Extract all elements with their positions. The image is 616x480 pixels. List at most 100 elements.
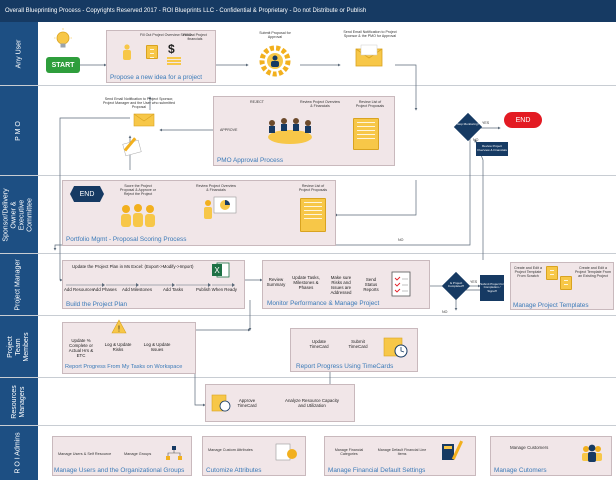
lane-label-pm: Project Manager [0, 254, 38, 315]
send-email-label: Send Email Notification to Project Spons… [102, 97, 176, 110]
gear-people-icon [259, 45, 291, 77]
log-risks-step: Log & Update Risks [104, 342, 132, 352]
propose-idea-title: Propose a new idea for a project [110, 74, 203, 81]
admin-custom-title: Cutomize Attributes [206, 467, 262, 474]
lane-label-user: Any User [0, 22, 38, 85]
page-header: Overall Blueprinting Process - Copyright… [0, 0, 616, 22]
manage-groups-item: Manage Groups [124, 452, 152, 456]
lane-resource-managers: Resources Managers [0, 378, 616, 426]
admin-customers-panel [490, 436, 612, 476]
email-notify-label: Send Email Notification to Project Spons… [343, 30, 397, 39]
calculator-pen-icon [442, 440, 464, 460]
admin-financial-title: Manage Financial Default Settings [328, 467, 426, 474]
update-plan-label: Update the Project Plan in Ms Excel: (Ex… [72, 264, 194, 269]
sponsor-list-doc-icon [300, 198, 326, 232]
envelope-icon [133, 113, 155, 127]
pm-no-label: NO [442, 310, 448, 314]
person-pointing-icon [123, 44, 131, 60]
sponsor-review-label: Review Project Overview & Financials [196, 184, 236, 193]
analyze-capacity-step: Analyze Resource Capacity and Utilizatio… [285, 398, 339, 408]
timecard-approve-icon [211, 394, 231, 412]
submit-closeout-box: Submit Project for Completion / Signoff [480, 275, 504, 301]
lane-team-members: Project Team Members [0, 316, 616, 378]
build-plan-title: Build the Project Plan [66, 301, 128, 308]
monitor-project-title: Monitor Performance & Manage Project [267, 300, 380, 307]
svg-text:X: X [214, 266, 220, 275]
admin-users-title: Manage Users and the Organizational Grou… [54, 467, 185, 474]
template-doc-icon [546, 266, 558, 280]
pencil-paper-icon [122, 137, 142, 157]
executive-team-icon [121, 204, 155, 227]
add-tasks-step: Add Tasks [163, 287, 184, 292]
lane-pmo: P M O [0, 86, 616, 176]
approve-label: APPROVE [220, 128, 238, 132]
fill-financials-label: Fill Out Project financials [183, 33, 207, 42]
report-workspace-title: Report Progress From My Tasks on Workspa… [65, 364, 183, 370]
portfolio-scoring-title: Portfolio Mgmt - Proposal Scoring Proces… [66, 236, 187, 243]
pmo-approval-title: PMO Approval Process [217, 157, 284, 164]
fill-proposal-label: Fill Out Project Overview Section [140, 33, 193, 37]
reject-label: REJECT [250, 100, 264, 104]
update-percent-step: Update % Complete or Actual Hrs & ETC [68, 338, 94, 358]
update-timecard-step: Update TimeCard [309, 339, 329, 349]
manage-users-item: Manage Users & Self Resource [58, 452, 112, 456]
update-tasks-step: Update Tasks, Milestones & Phases [292, 275, 320, 290]
resource-approval-panel [205, 384, 355, 422]
fin-line-items-item: Manage Default Financial Line Items [377, 448, 427, 457]
pmo-review-label: Review Project Overview & Financials [300, 100, 340, 109]
proposal-list-doc-icon [353, 118, 379, 150]
customers-icon [582, 444, 602, 462]
risks-issues-step: Make sure Risks and Issues are Addressed [330, 275, 352, 295]
settings-doc-icon [275, 443, 297, 461]
build-steps-arrows [66, 283, 235, 287]
excel-icon: X [212, 262, 230, 278]
start-node: START [46, 57, 80, 73]
stop-monitoring-label: Stop Monitoring? [456, 122, 480, 126]
warning-icon: ! [111, 319, 127, 334]
lane-label-pmo: P M O [0, 86, 38, 175]
meeting-table-icon [268, 118, 312, 144]
pmo-review-list-label: Review List of Project Proposals [355, 100, 385, 109]
coins-icon [167, 57, 181, 65]
admin-customers-title: Manage Cutomers [494, 467, 547, 474]
log-issues-step: Log & Update Issues [143, 342, 171, 352]
clipboard-checklist-icon [391, 271, 411, 297]
sponsor-end-node: END [70, 186, 104, 202]
lane-project-manager: Project Manager [0, 254, 616, 316]
form-doc-icon [146, 45, 158, 59]
pmo-no-label: NO [473, 138, 479, 142]
sponsor-review-list-label: Review List of Project Proposals [298, 184, 328, 193]
submit-proposal-label: Submit Proposal for Approval [259, 31, 291, 40]
report-workspace-panel [62, 322, 196, 374]
lane-roi-admins: R O I Admins [0, 426, 616, 480]
custom-attr-item: Manage Custom Attributes [208, 448, 253, 452]
score-proposal-label: Score the Project Proposal & Approve or … [120, 184, 156, 197]
sponsor-no-label: NO [398, 238, 404, 242]
templates-title: Manage Project Templates [513, 302, 589, 309]
pm-yes-label: YES [470, 280, 478, 284]
timecard-clock-icon [383, 337, 408, 358]
add-phases-step: Add Phases [93, 287, 117, 292]
lane-any-user: Any User [0, 22, 616, 86]
dollar-icon: $ [168, 42, 175, 56]
lane-label-sponsor: Sponsor/Delivery Owner & Executive Commi… [0, 176, 38, 253]
review-summary-step: Review Summary [266, 277, 286, 287]
pmo-yes-label: YES [482, 121, 490, 125]
manage-customers-item: Manage Customers [510, 445, 549, 450]
template-scratch-label: Create and Edit a Project Template From … [514, 266, 542, 279]
lightbulb-icon [54, 28, 72, 48]
submit-timecard-step: Submit TimeCard [348, 339, 368, 349]
add-milestones-step: Add Milestones [122, 287, 153, 292]
pmo-end-node: END [504, 112, 542, 128]
lane-label-admin: R O I Admins [0, 426, 38, 480]
lane-label-team: Project Team Members [0, 316, 38, 377]
add-resources-step: Add Resources [64, 287, 95, 292]
approve-timecard-step: Approve TimeCard [237, 398, 257, 408]
lane-label-resource: Resources Managers [0, 378, 38, 425]
presentation-icon [204, 196, 237, 219]
org-chart-icon [166, 446, 182, 460]
report-timecard-title: Report Progress Using TimeCards [296, 363, 394, 370]
template-copy-doc-icon [560, 276, 572, 290]
publish-step: Publish When Ready [196, 287, 238, 292]
fin-categories-item: Manage Financial Categories [334, 448, 364, 457]
